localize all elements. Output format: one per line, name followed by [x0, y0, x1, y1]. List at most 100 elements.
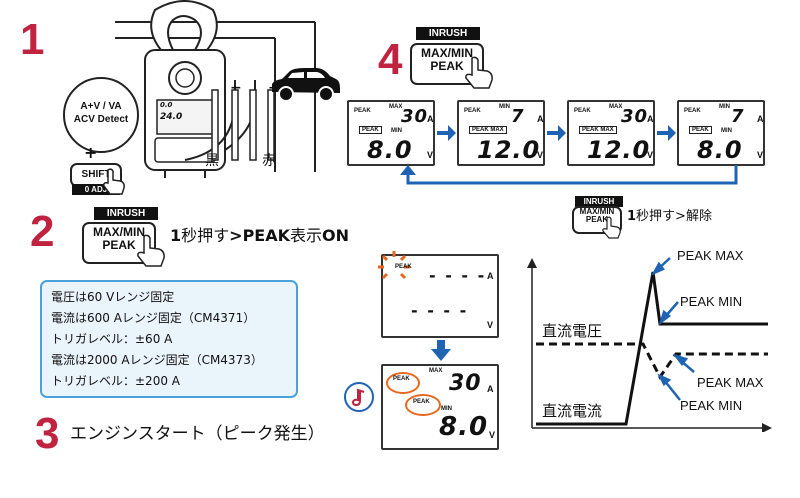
graph-peak-max-bottom: PEAK MAX [697, 375, 764, 390]
step2-inrush-tag: INRUSH [94, 207, 158, 220]
buzzer-icon [344, 382, 374, 412]
release-bold: 1 [627, 209, 637, 224]
graph-dc-current-label: 直流電流 [542, 402, 603, 420]
lcd-peak-label: PEAK [393, 376, 410, 382]
hand-pointer-icon [465, 56, 493, 89]
step2-bold2: >PEAK [229, 226, 290, 245]
hand-pointer-icon [103, 168, 125, 195]
graph-peak-min-bottom: PEAK MIN [680, 398, 743, 413]
lcd-unit-top: A [647, 114, 654, 124]
lcd-top-value: 30 [449, 371, 482, 396]
hand-pointer-icon [137, 234, 165, 267]
lcd-bottom-value: 8.0 [697, 136, 743, 164]
graph-peak-min-top: PEAK MIN [680, 294, 743, 309]
lcd-bottom-value: 12.0 [477, 136, 541, 164]
right-arrow [437, 125, 456, 141]
info-line: 電流は2000 Aレンジ固定（CM4373） [51, 353, 263, 367]
peak-graph [527, 257, 772, 432]
lcd-bottom-value: 8.0 [439, 412, 489, 442]
step-4-number: 4 [378, 35, 403, 84]
lcd-top-value: 30 [401, 106, 429, 127]
lcd-unit-bottom: V [537, 150, 544, 160]
red-lead-label: 赤 [262, 153, 276, 169]
lcd-minmax-label: MAX [609, 104, 623, 110]
clamp-meter-illustration [115, 0, 316, 178]
lcd-unit-top: A [427, 114, 434, 124]
step2-text2: 表示 [290, 226, 323, 245]
down-arrow [431, 340, 451, 361]
step-3-number: 3 [35, 409, 60, 458]
lcd-peak-box-label: PEAK MAX [579, 126, 617, 134]
minus-terminal: − [230, 80, 242, 96]
lcd-unit-bottom: V [757, 150, 764, 160]
plus-sign: + [84, 143, 98, 162]
right-arrow [657, 125, 676, 141]
lcd-max-label: MAX [429, 368, 443, 374]
lcd-peak-label: PEAK [574, 108, 591, 114]
lcd-peak-box-label: PEAK MAX [469, 126, 507, 134]
shift-button-label: SHIFT [81, 169, 111, 180]
step2-text1: 秒押す [181, 226, 230, 245]
lcd-peak-label: PEAK [684, 108, 701, 114]
info-line: トリガレベル：±200 A [51, 374, 180, 388]
lcd-step2: PEAK - - - - A - - - - V [378, 251, 499, 338]
black-lead-label: 黒 [205, 153, 219, 169]
lcd-peak-box-label: PEAK [359, 126, 382, 134]
lcd-unit-bottom: V [489, 430, 496, 440]
acv-detect-button[interactable]: A+V / VA ACV Detect [63, 77, 139, 153]
car-icon [272, 68, 340, 102]
lcd-minmax-label: MAX [389, 104, 403, 110]
lcd-dashes-top: - - - - [429, 266, 487, 285]
release-instruction: 1秒押す>解除 [627, 205, 712, 224]
step2-bold1: 1 [170, 226, 182, 245]
hand-pointer-icon [602, 216, 621, 239]
lcd-min-label: MIN [441, 406, 452, 412]
lcd-unit-top: A [537, 114, 544, 124]
step2-instruction: 1秒押す>PEAK表示ON [170, 222, 349, 246]
range-info-box: 電圧は60 Vレンジ固定 電流は600 Aレンジ固定（CM4371） トリガレベ… [40, 280, 298, 398]
release-text: 秒押す>解除 [636, 209, 712, 224]
lcd-bottom-value: 8.0 [367, 136, 413, 164]
lcd-unit-bottom: V [487, 320, 494, 330]
info-line: 電流は600 Aレンジ固定（CM4371） [51, 311, 256, 325]
info-line: 電圧は60 Vレンジ固定 [51, 290, 175, 304]
lcd-unit-top: A [487, 271, 494, 281]
lcd-minmax-label: MIN [719, 104, 730, 110]
lcd-dashes-bottom: - - - - [411, 301, 469, 320]
return-loop-arrow [400, 165, 738, 185]
release-button-line2: PEAK [585, 215, 609, 225]
step4-inrush-tag: INRUSH [416, 27, 480, 40]
flash-icon [378, 251, 410, 280]
highlight-peak-ring [405, 394, 441, 416]
lcd-peak-label: PEAK [464, 108, 481, 114]
lcd-peak-label: PEAK [395, 264, 412, 270]
lcd-top-value: 7 [731, 106, 745, 127]
meter-display-bottom-value: 24.0 [160, 112, 183, 122]
lcd-bottom-value: 12.0 [587, 136, 651, 164]
step4-button-line1: MAX/MIN [421, 46, 473, 60]
graph-peak-max-top: PEAK MAX [677, 248, 744, 263]
right-arrow [547, 125, 566, 141]
release-inrush-tag: INRUSH [575, 196, 623, 207]
lcd-peak2-label: PEAK [413, 399, 430, 405]
acv-detect-line2: ACV Detect [73, 114, 129, 125]
lcd-unit-bottom: V [647, 150, 654, 160]
lcd-peak-label: PEAK [354, 108, 371, 114]
step4-button-line2: PEAK [430, 58, 464, 73]
step2-button-line1: MAX/MIN [93, 225, 145, 239]
step2-bold3: ON [322, 226, 350, 245]
highlight-peak-ring [386, 372, 420, 394]
lcd-min-label: MIN [721, 128, 732, 134]
zero-adj-label: 0 ADJ [72, 184, 120, 195]
info-line: トリガレベル：±60 A [51, 332, 173, 346]
release-max-min-peak-button[interactable]: MAX/MIN PEAK [572, 206, 622, 234]
lcd-top-value: 7 [511, 106, 525, 127]
lcd-peak-box-label: PEAK [689, 126, 712, 134]
graph-dc-voltage-label: 直流電圧 [542, 322, 603, 340]
lcd-unit-bottom: V [427, 150, 434, 160]
step-2-number: 2 [30, 207, 55, 256]
meter-display-top-value: 0.0 [160, 101, 173, 109]
